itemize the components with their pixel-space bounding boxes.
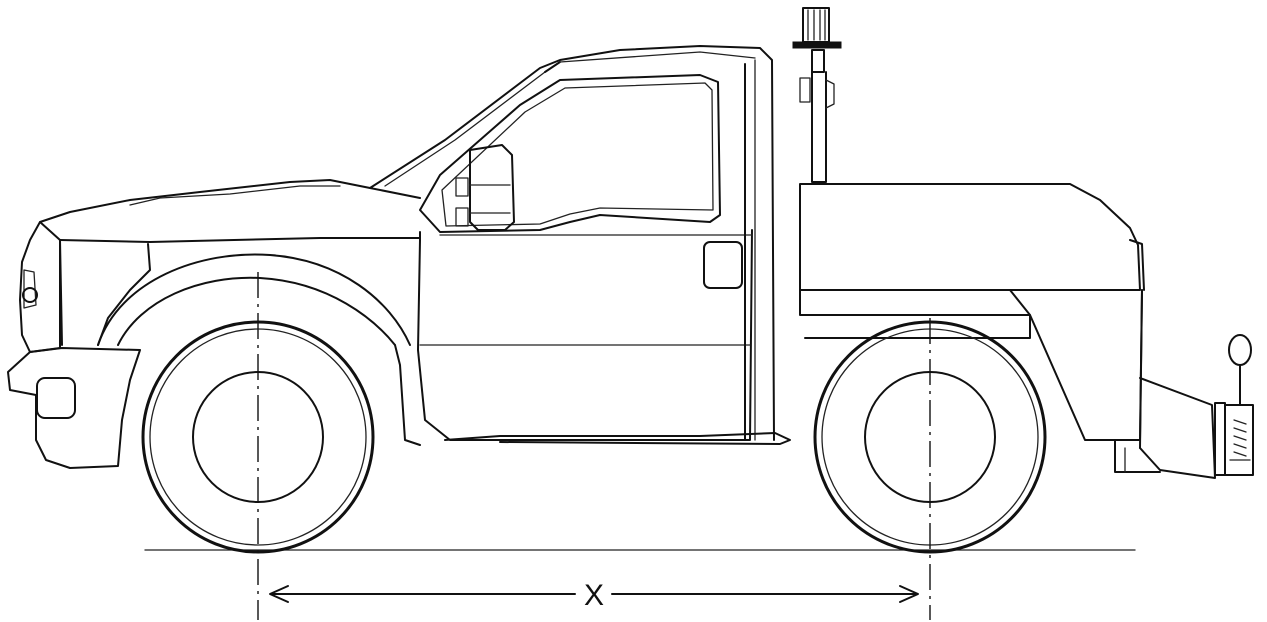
tow-hitch <box>1114 334 1254 479</box>
front-bumper <box>7 221 141 469</box>
hood-fender <box>39 179 421 446</box>
rear-wheel <box>813 320 1047 554</box>
door-handle <box>703 241 743 289</box>
side-mirror <box>455 144 515 231</box>
beacon-light <box>792 7 842 183</box>
wheelbase-dimension: X <box>269 579 919 612</box>
cab <box>369 45 791 445</box>
rear-body <box>799 183 1145 449</box>
wheelbase-label: X <box>584 579 604 612</box>
